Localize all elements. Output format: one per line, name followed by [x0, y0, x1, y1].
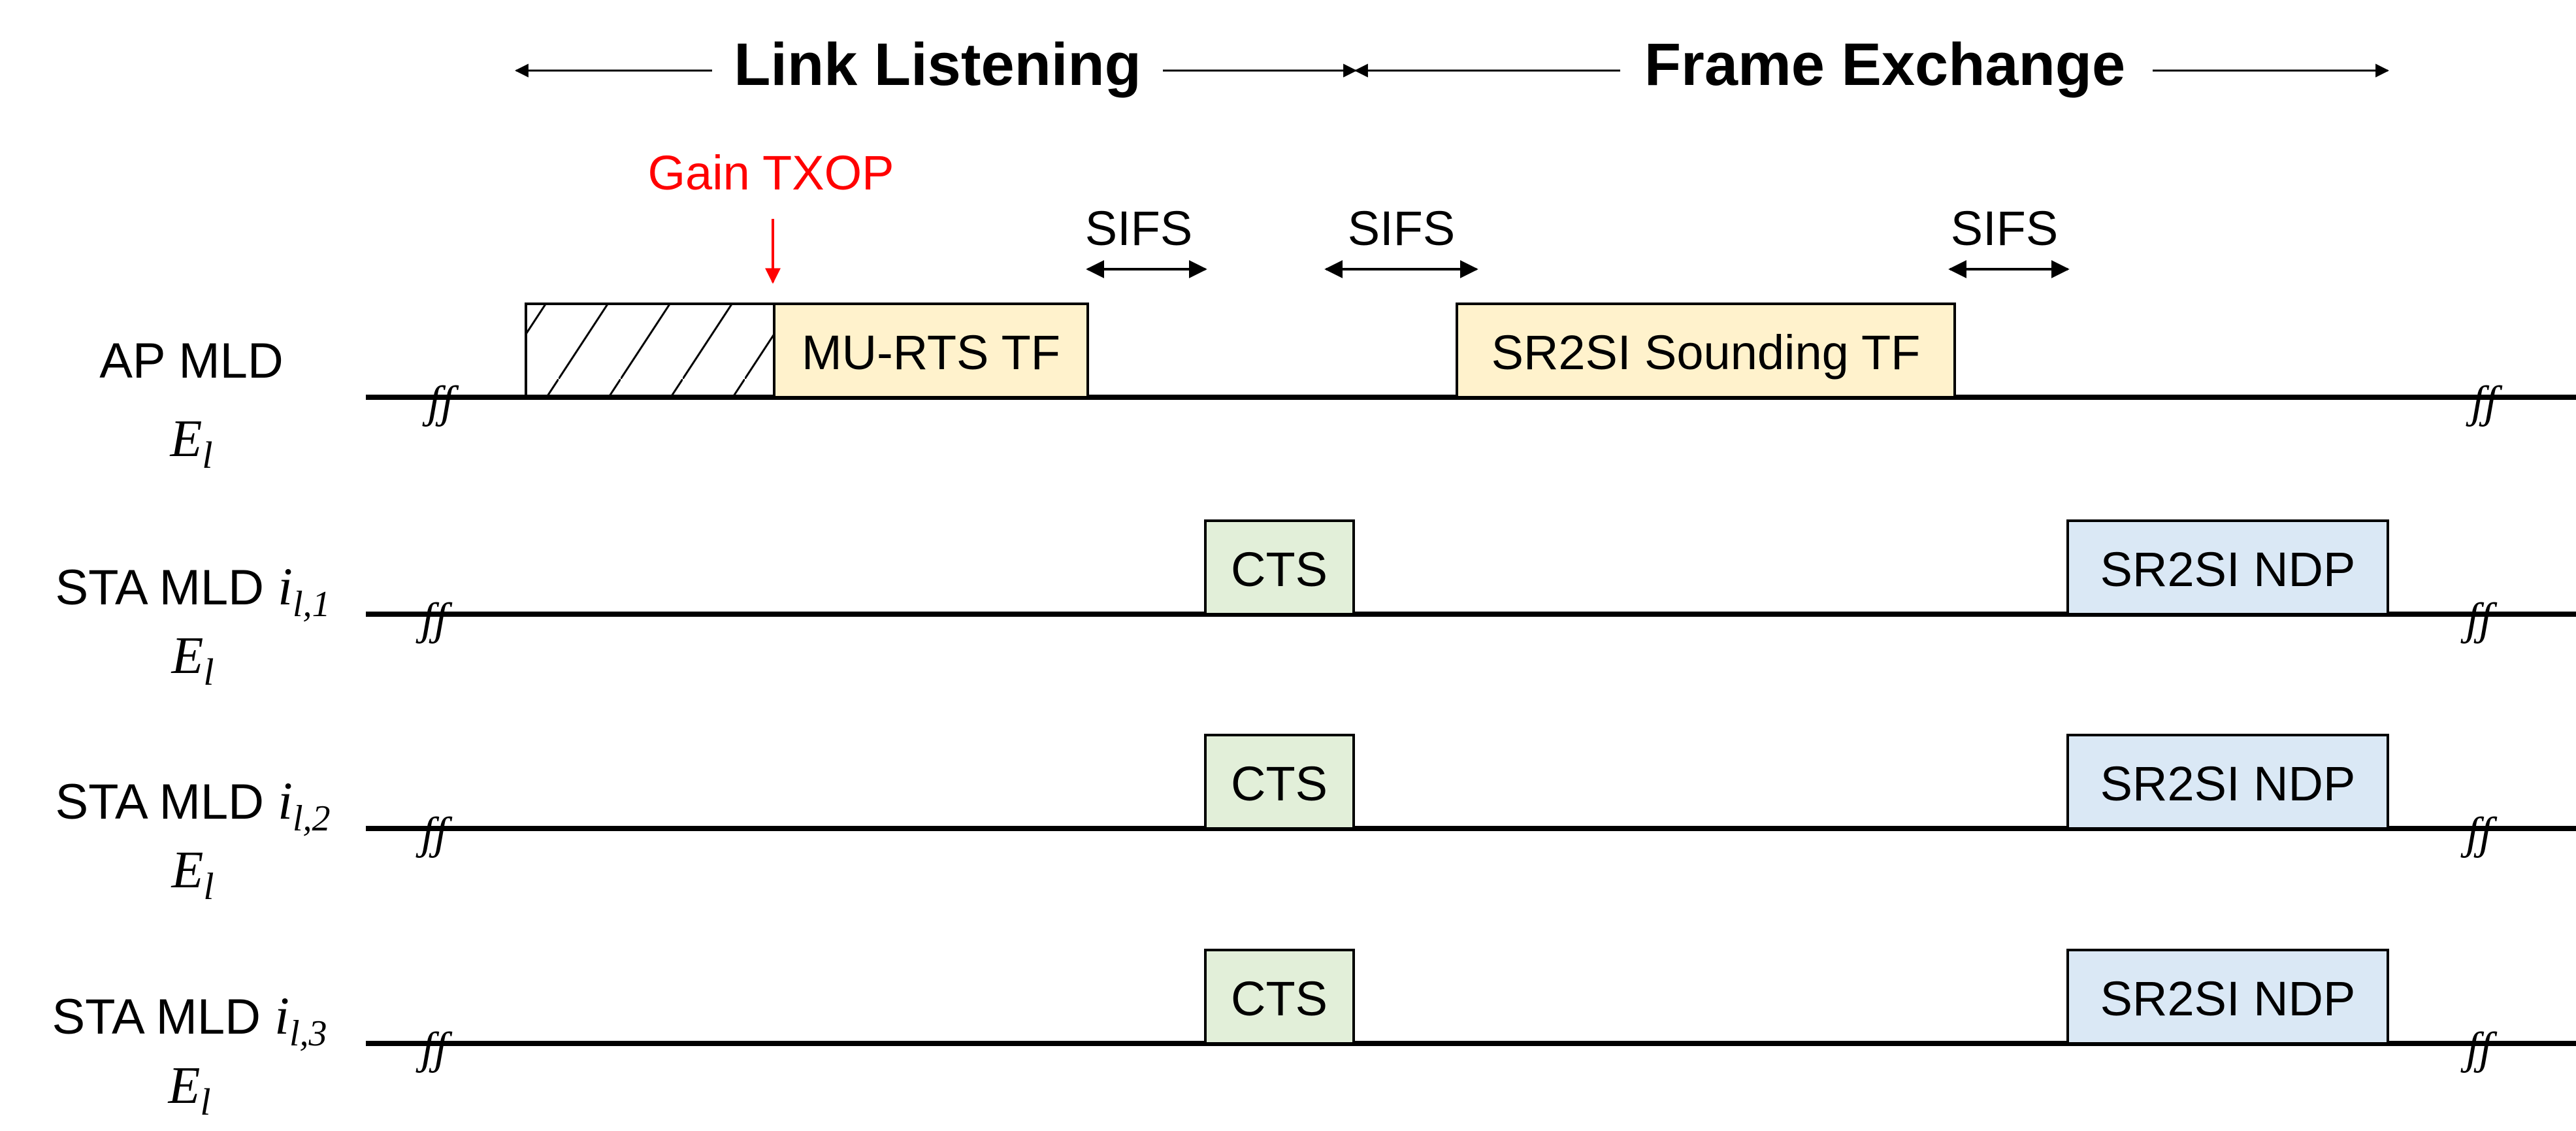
break-mark-right-4: ʃʃ: [2460, 1023, 2498, 1074]
sifs-marker-3: SIFS: [1948, 201, 2070, 278]
row-label-ap-mld: AP MLD El: [99, 333, 284, 476]
ndp-label: SR2SI NDP: [2100, 972, 2356, 1026]
svg-text:El: El: [170, 410, 213, 476]
svg-text:STA MLD il,2: STA MLD il,2: [55, 771, 330, 839]
ndp-frame-2: SR2SI NDP: [2066, 734, 2389, 830]
sifs-label: SIFS: [1348, 201, 1455, 255]
cts-box: [1204, 949, 1355, 1045]
link-sub: l: [200, 1081, 210, 1123]
ndp-label: SR2SI NDP: [2100, 542, 2356, 597]
row-sub-index: l,1: [293, 584, 331, 625]
row-label-sta-mld-1: STA MLD il,1 El: [55, 557, 330, 693]
link-symbol: E: [168, 1057, 201, 1115]
link-sub: l: [203, 651, 214, 693]
row-name: STA MLD: [55, 560, 278, 615]
link-listening-label: Link Listening: [734, 31, 1141, 98]
svg-text:El: El: [171, 627, 214, 693]
cts-box: [1204, 734, 1355, 830]
svg-text:STA MLD il,3: STA MLD il,3: [52, 986, 327, 1054]
row-sub: i: [274, 986, 289, 1045]
cts-label: CTS: [1231, 757, 1328, 811]
frame-exchange-label: Frame Exchange: [1644, 31, 2125, 98]
cts-frame-2: CTS: [1204, 734, 1355, 830]
sifs-label: SIFS: [1085, 201, 1192, 255]
ndp-label: SR2SI NDP: [2100, 757, 2356, 811]
sounding-tf-box: [1456, 303, 1956, 399]
row-label-sta-mld-3: STA MLD il,3 El: [52, 986, 327, 1123]
link-symbol: E: [171, 842, 204, 899]
break-marks: ʃʃ ʃʃ ʃʃ ʃʃ ʃʃ ʃʃ ʃʃ ʃʃ: [416, 377, 2503, 1074]
break-mark-left-2: ʃʃ: [416, 594, 453, 644]
row-name: AP MLD: [99, 333, 284, 389]
break-mark-left-1: ʃʃ: [422, 377, 459, 427]
break-mark-left-4: ʃʃ: [416, 1023, 453, 1074]
break-mark-right-3: ʃʃ: [2460, 808, 2498, 859]
ndp-frame-1: SR2SI NDP: [2066, 519, 2389, 615]
cts-box: [1204, 519, 1355, 615]
link-sub: l: [202, 434, 212, 476]
cts-frame-3: CTS: [1204, 949, 1355, 1045]
sr2si-sounding-tf-frame: SR2SI Sounding TF: [1456, 303, 1956, 399]
link-symbol: E: [170, 410, 203, 468]
mu-rts-tf-label: MU-RTS TF: [802, 325, 1060, 380]
timelines: [366, 395, 2576, 1046]
backoff-block: [525, 303, 775, 399]
sounding-tf-label: SR2SI Sounding TF: [1492, 325, 1921, 380]
link-sub: l: [203, 865, 214, 908]
cts-frame-1: CTS: [1204, 519, 1355, 615]
ndp-box: [2066, 519, 2389, 615]
ndp-frame-3: SR2SI NDP: [2066, 949, 2389, 1045]
row-name: STA MLD: [55, 774, 278, 830]
row-sub: i: [278, 771, 293, 830]
gain-txop-label: Gain TXOP: [647, 146, 894, 200]
break-mark-right-2: ʃʃ: [2460, 594, 2498, 644]
break-mark-left-3: ʃʃ: [416, 808, 453, 859]
sifs-marker-2: SIFS: [1324, 201, 1478, 278]
link-symbol: E: [171, 627, 204, 685]
phase-link-listening: Link Listening: [514, 31, 1358, 98]
svg-text:El: El: [171, 842, 214, 908]
ndp-box: [2066, 734, 2389, 830]
row-sub: i: [278, 557, 293, 616]
cts-label: CTS: [1231, 972, 1328, 1026]
svg-text:STA MLD il,1: STA MLD il,1: [55, 557, 330, 625]
mu-rts-tf-box: [773, 303, 1089, 399]
sifs-marker-1: SIFS: [1085, 201, 1207, 278]
row-sub-index: l,2: [293, 798, 331, 839]
row-label-sta-mld-2: STA MLD il,2 El: [55, 771, 330, 908]
break-mark-right-1: ʃʃ: [2466, 377, 2503, 427]
svg-text:El: El: [168, 1057, 211, 1123]
phase-frame-exchange: Frame Exchange: [1354, 31, 2390, 98]
mu-rts-tf-frame: MU-RTS TF: [773, 303, 1089, 399]
row-name: STA MLD: [52, 989, 274, 1045]
cts-label: CTS: [1231, 542, 1328, 597]
sifs-label: SIFS: [1951, 201, 2058, 255]
ndp-box: [2066, 949, 2389, 1045]
row-sub-index: l,3: [289, 1013, 327, 1054]
